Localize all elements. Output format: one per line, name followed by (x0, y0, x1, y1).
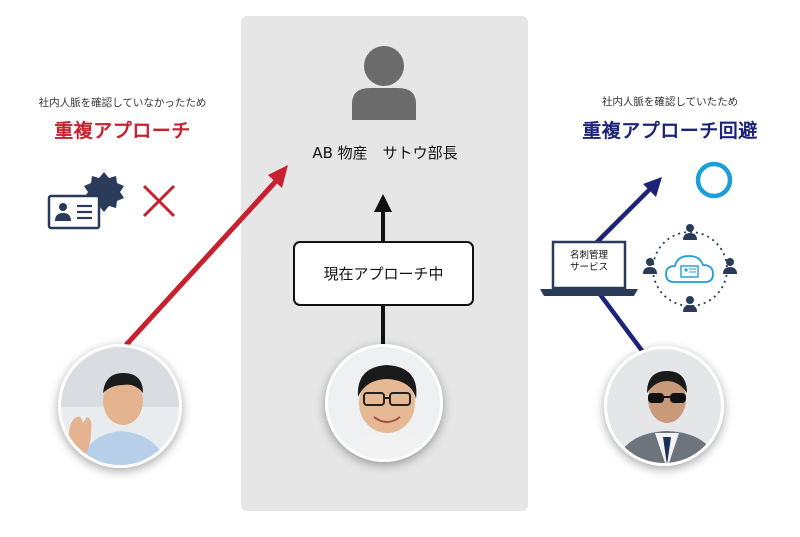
right-title: 重複アプローチ回避 (582, 120, 758, 142)
business-card-icon (47, 172, 124, 230)
left-title: 重複アプローチ (54, 120, 191, 142)
target-label: AB 物産 サトウ部長 (312, 144, 458, 162)
laptop-label-line1: 名刺管理 (569, 250, 608, 261)
laptop-icon (540, 240, 638, 296)
person-silhouette-icon (352, 46, 416, 120)
right-note: 社内人脈を確認していたため (601, 96, 739, 108)
cross-icon (142, 184, 176, 218)
center-person-avatar (325, 344, 443, 462)
laptop-label: 名刺管理 サービス (555, 250, 623, 274)
laptop-label-line2: サービス (569, 262, 608, 273)
status-box: 現在アプローチ中 (293, 241, 474, 306)
left-approach-arrow (124, 165, 288, 347)
status-text: 現在アプローチ中 (323, 265, 444, 283)
left-person-avatar (58, 344, 182, 468)
left-note: 社内人脈を確認していなかったため (38, 97, 207, 109)
circle-icon (695, 161, 733, 199)
right-approach-arrow (594, 177, 662, 354)
right-person-avatar (604, 346, 724, 466)
cloud-card-network-icon (643, 224, 737, 312)
